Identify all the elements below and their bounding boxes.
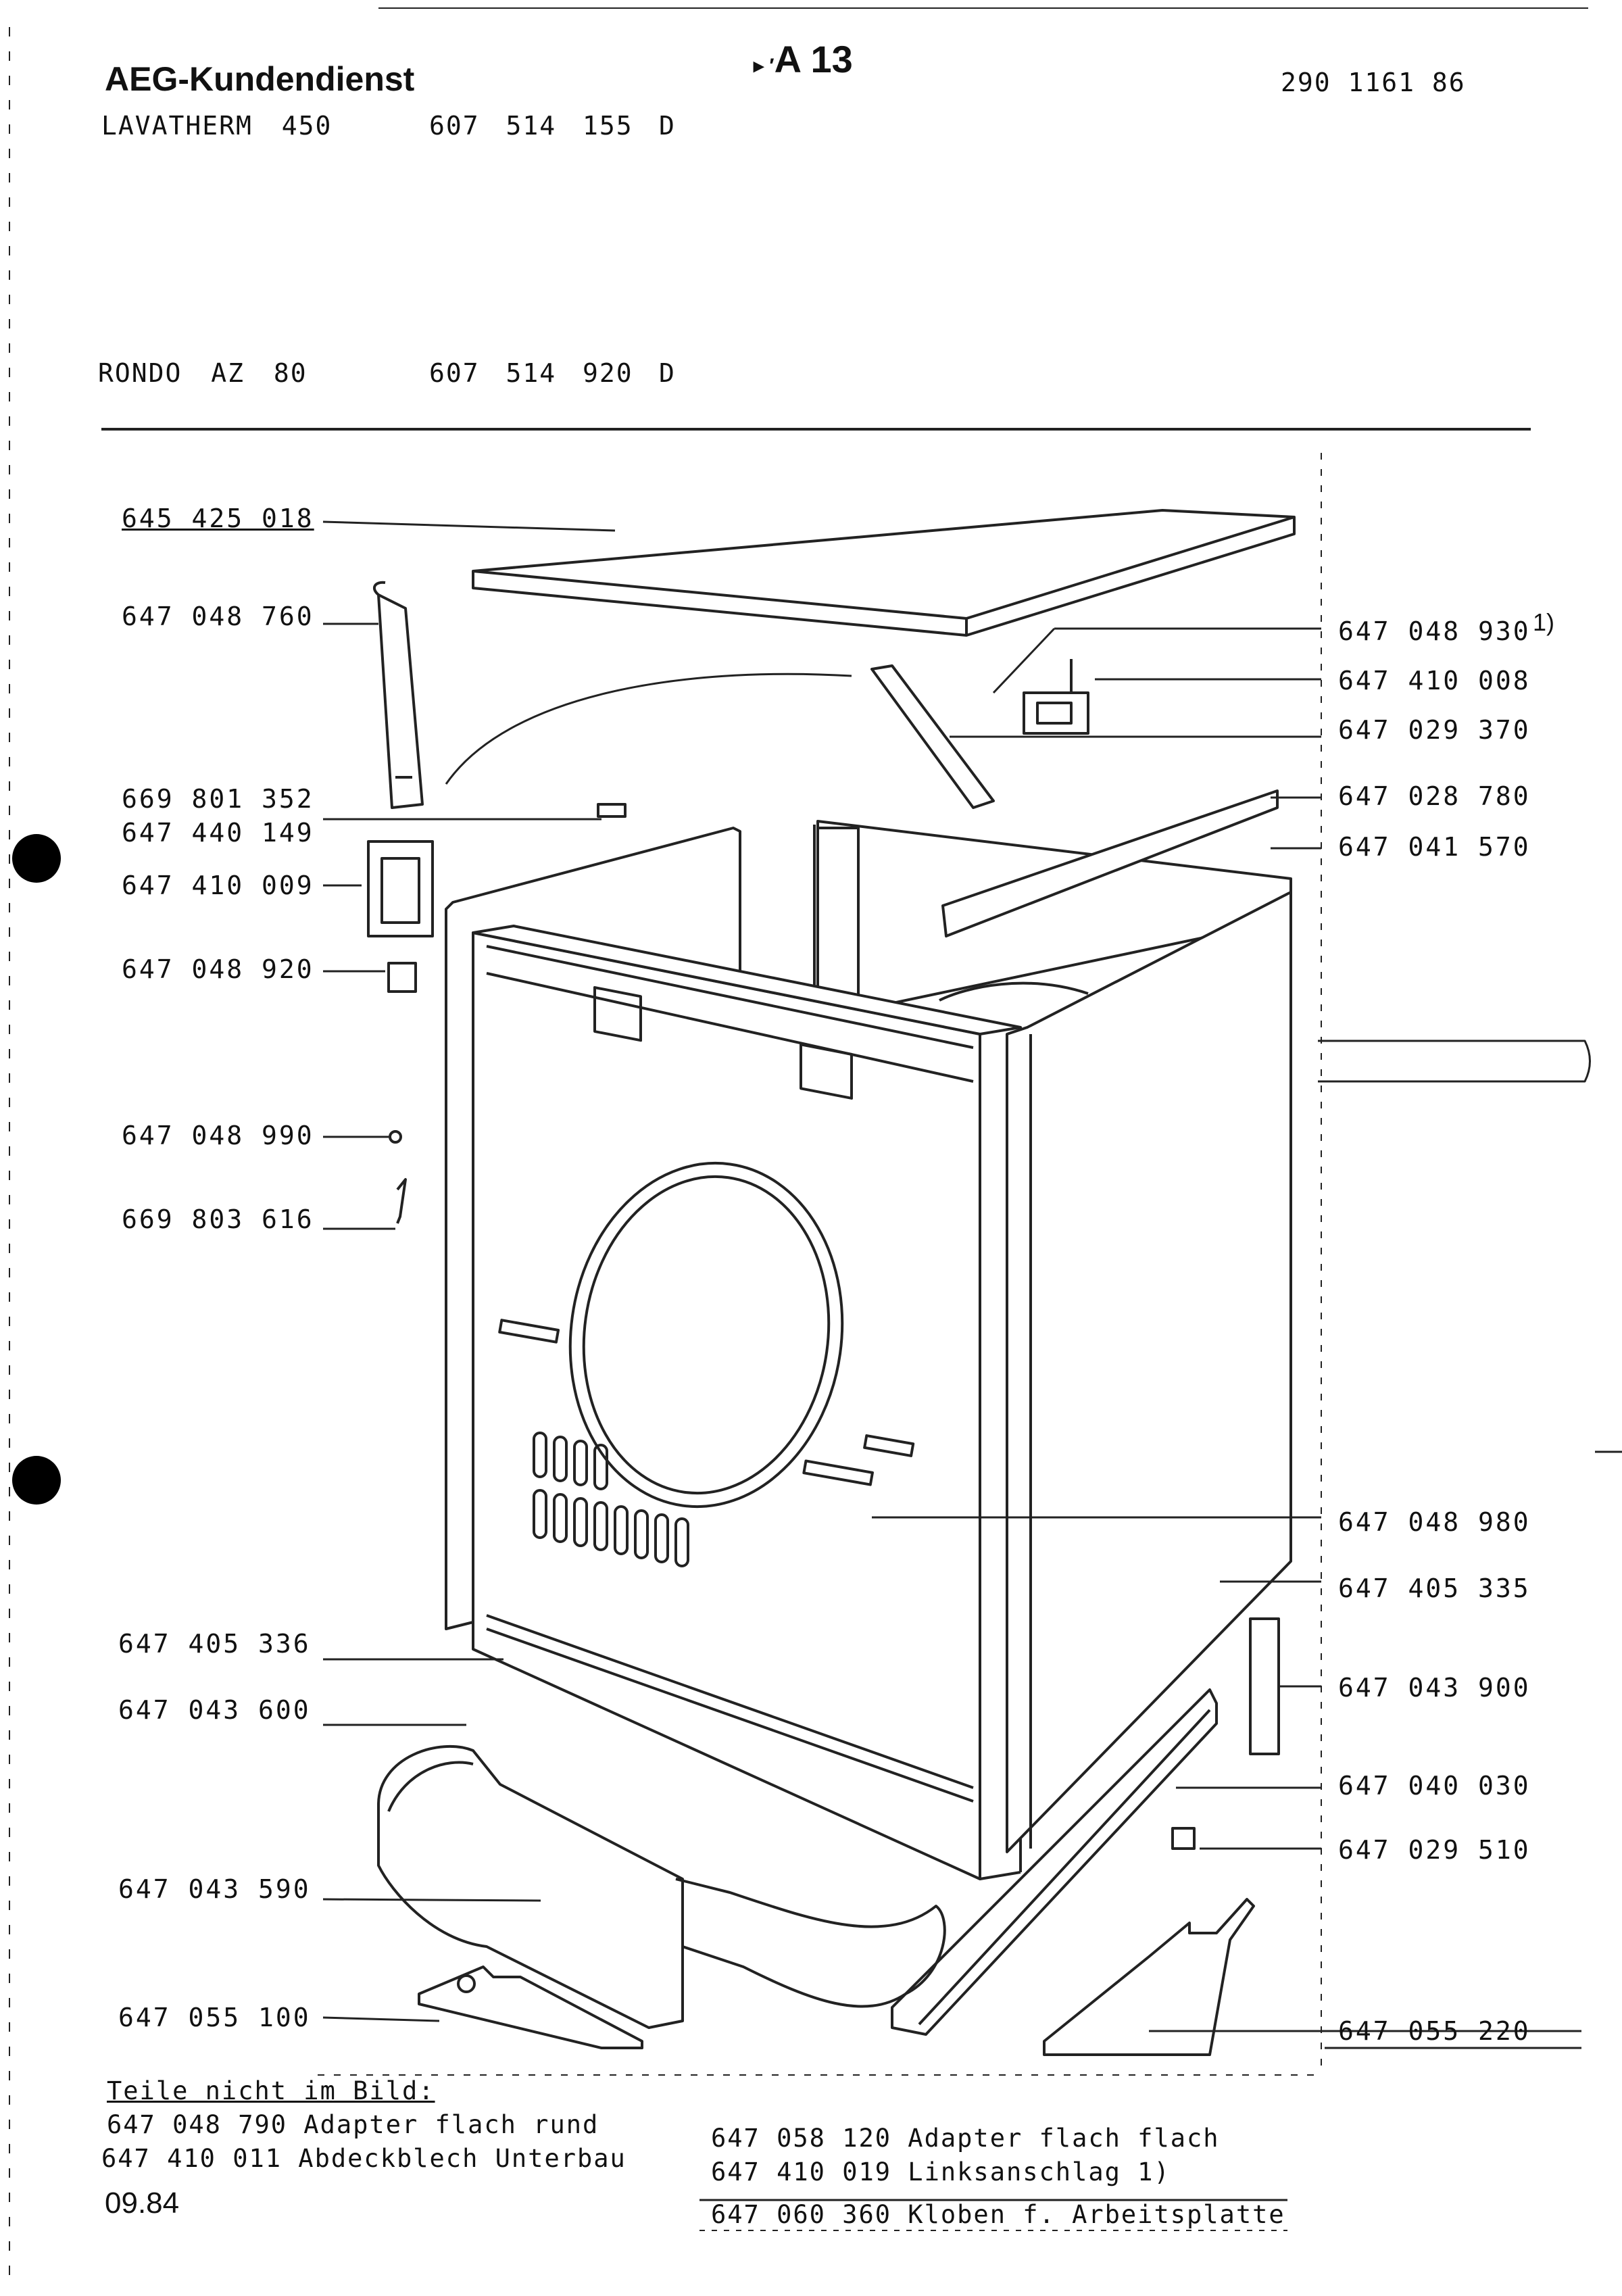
bottom-plate-right: [1043, 1898, 1255, 2056]
part-number-right: 647 048 930: [1338, 616, 1531, 646]
part-number-left: 647 055 100: [118, 2003, 311, 2032]
print-date: 09.84: [105, 2187, 180, 2220]
part-number-left: 647 048 760: [122, 602, 314, 631]
latch-block: [1023, 659, 1089, 735]
page-id-text: A 13: [774, 38, 853, 80]
switch-box: [367, 840, 434, 937]
doc-number: 290 1161 86: [1281, 68, 1466, 97]
part-number-right: 647 043 900: [1338, 1673, 1531, 1703]
part-number-right: 647 028 780: [1338, 781, 1531, 811]
page-id-mark: ▸ ′: [754, 55, 775, 77]
parts-not-shown-item: 647 058 120 Adapter flach flach: [711, 2124, 1220, 2153]
model-name-2: RONDO AZ 80: [98, 358, 308, 388]
front-panel: [472, 925, 1022, 1880]
parts-not-shown-item: 647 410 011 Abdeckblech Unterbau: [101, 2144, 626, 2173]
part-number-right: 647 055 220: [1338, 2016, 1531, 2046]
model-code-1: D: [659, 111, 676, 141]
bottom-rail: [891, 1688, 1218, 2036]
parts-not-shown-item: 647 410 019 Linksanschlag 1): [711, 2157, 1171, 2187]
brand-title: AEG-Kundendienst: [105, 60, 415, 98]
hinge-bracket: [372, 581, 424, 809]
part-number-right: 647 029 370: [1338, 715, 1531, 745]
part-number-left: 647 048 920: [122, 954, 314, 984]
part-number-right: 647 048 980: [1338, 1507, 1531, 1537]
model-code-2: D: [659, 358, 676, 388]
diagonal-strut: [870, 664, 995, 809]
part-number-right: 647 041 570: [1338, 832, 1531, 862]
part-number-left: 669 801 352: [122, 784, 314, 814]
part-number-left: 669 803 616: [122, 1204, 314, 1234]
binding-hole-bottom: [12, 1456, 61, 1505]
leader-lines-left: [322, 520, 616, 2022]
part-number-left: 647 410 009: [122, 871, 314, 900]
parts-not-shown-heading: Teile nicht im Bild:: [107, 2076, 435, 2105]
leader-lines-right: [872, 627, 1581, 2049]
exhaust-duct: [377, 1744, 946, 2029]
footnote-marker: 1): [1533, 608, 1555, 636]
foot: [1171, 1827, 1196, 1850]
worktop-plate: [472, 509, 1296, 637]
part-number-left: 647 043 590: [118, 1874, 311, 1904]
model-number-1: 607 514 155: [429, 111, 633, 141]
model-name-1: LAVATHERM 450: [101, 111, 333, 141]
part-number-right: 647 405 335: [1338, 1573, 1531, 1603]
rear-frame: [813, 789, 1292, 1015]
side-panel-right: [1006, 891, 1292, 1853]
binding-hole-top: [12, 834, 61, 883]
part-number-right: 647 410 008: [1338, 666, 1531, 695]
part-number-left: 647 043 600: [118, 1695, 311, 1725]
part-number-left: 647 440 149: [122, 818, 314, 848]
model-number-2: 607 514 920: [429, 358, 633, 388]
part-number-right: 647 040 030: [1338, 1771, 1531, 1801]
vent-slots: [533, 1432, 689, 1567]
bottom-plate-left: [418, 1965, 643, 2049]
page-id: ▸ ′A 13: [754, 37, 853, 81]
part-number-right: 647 029 510: [1338, 1835, 1531, 1865]
part-number-left: 645 425 018: [122, 504, 314, 533]
parts-not-shown-item: 647 048 790 Adapter flach rund: [107, 2110, 599, 2139]
part-number-left: 647 048 990: [122, 1121, 314, 1150]
parts-not-shown-item: 647 060 360 Kloben f. Arbeitsplatte: [711, 2200, 1285, 2229]
part-number-left: 647 405 336: [118, 1629, 311, 1659]
